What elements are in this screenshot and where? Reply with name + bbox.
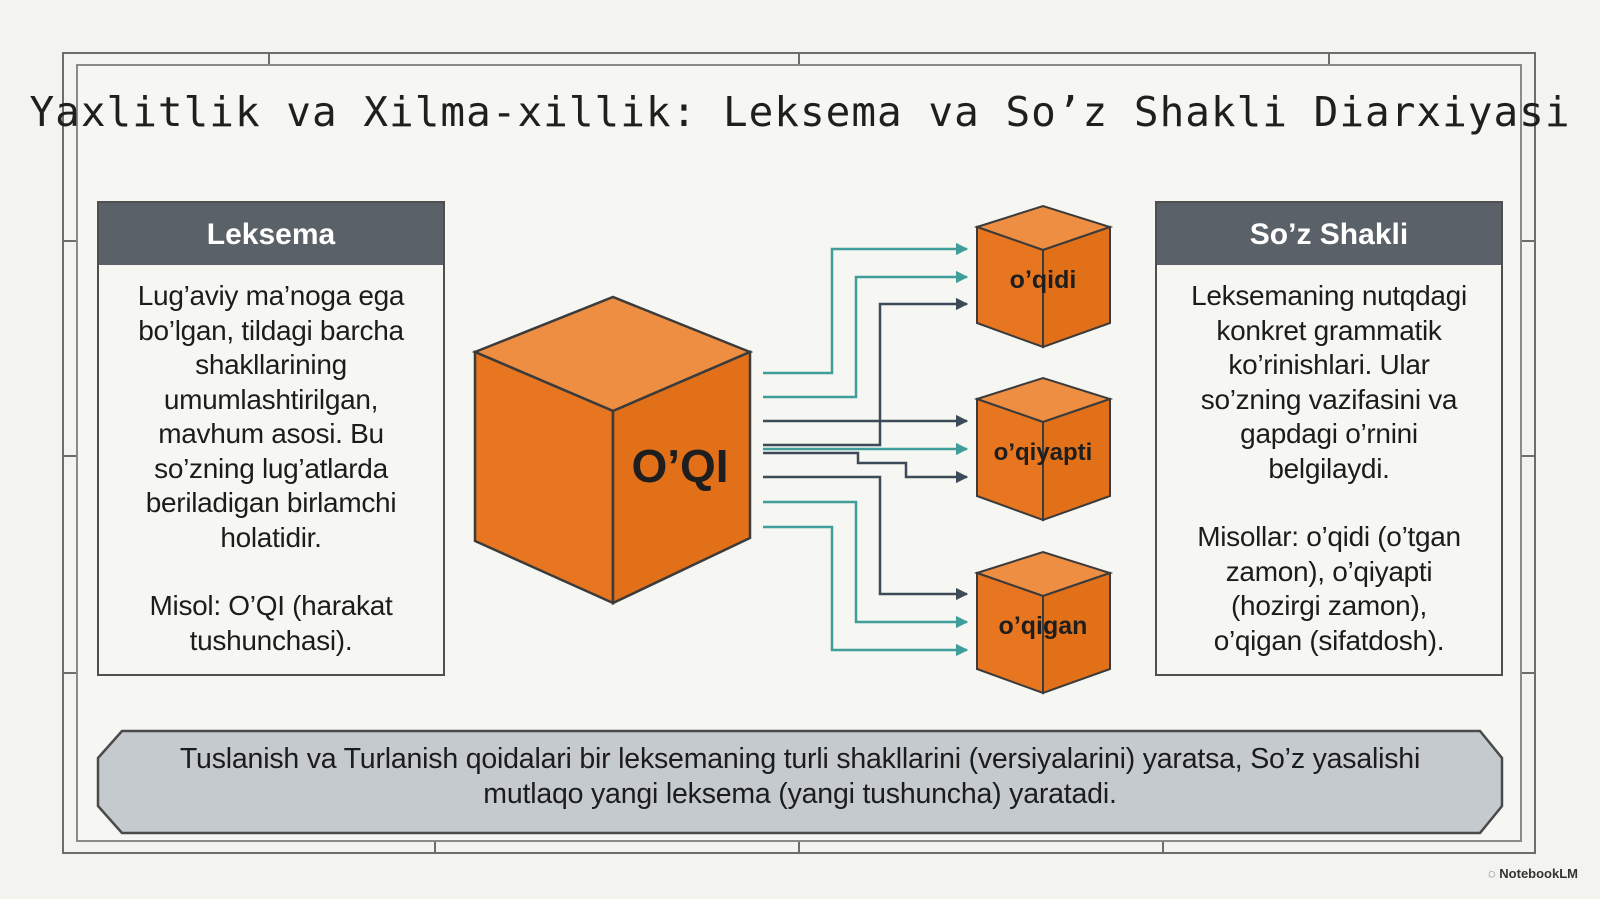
lexeme-panel-body: Lug’aviy ma’noga ega bo’lgan, tildagi ba… <box>99 265 443 658</box>
lexeme-text-line: so’zning lug’atlarda <box>154 452 388 484</box>
lexeme-text-line: bo’lgan, tildagi barcha <box>138 314 404 346</box>
form-cube-oqiyapti: o’qiyapti <box>973 376 1114 522</box>
lexeme-example-line: Misol: O’QI (harakat <box>149 590 393 621</box>
arrows-to-oqigan <box>763 475 969 657</box>
form-cube-label: o’qidi <box>1010 266 1077 294</box>
arrow <box>763 451 969 484</box>
word-form-example-line: (hozirgi zamon), <box>1231 590 1427 621</box>
word-form-text-line: gapdagi o’rnini <box>1240 418 1418 449</box>
lexeme-text-line: holatidir. <box>220 521 322 553</box>
form-cube-oqidi: o’qidi <box>973 204 1114 349</box>
notebooklm-icon: ◌ <box>1487 866 1500 881</box>
word-form-text-line: so’zning vazifasini va <box>1200 383 1458 415</box>
watermark-text: NotebookLM <box>1499 866 1578 881</box>
frame-tick <box>434 842 436 854</box>
arrow <box>763 242 969 375</box>
frame-tick <box>1162 842 1164 854</box>
main-cube-right <box>611 350 752 605</box>
frame-tick <box>1522 240 1536 242</box>
bottom-note-line: mutlaqo yangi leksema (yangi tushuncha) … <box>483 778 1117 810</box>
frame-tick <box>62 672 76 674</box>
lexeme-panel-heading: Leksema <box>99 203 443 265</box>
word-form-example-line: zamon), o’qiyapti <box>1225 555 1433 587</box>
form-cube-right <box>1042 571 1111 695</box>
word-form-text-line: ko’rinishlari. Ular <box>1228 349 1430 380</box>
arrows-to-oqiyapti <box>763 414 969 484</box>
word-form-text-line: Leksemaning nutqdagi <box>1191 280 1467 311</box>
page-title: Yaxlitlik va Xilma-xillik: Leksema va So… <box>29 88 1571 136</box>
word-form-example-line: o’qigan (sifatdosh). <box>1213 624 1445 656</box>
lexeme-text-line: Lug’aviy ma’noga ega <box>137 280 405 311</box>
bottom-note-shape <box>96 729 1504 835</box>
word-form-example-line: Misollar: o’qidi (o’tgan <box>1197 521 1461 552</box>
word-form-panel-heading: So’z Shakli <box>1157 203 1501 265</box>
lexeme-example-line: tushunchasi). <box>189 624 353 656</box>
word-form-text-line: konkret grammatik <box>1216 314 1442 346</box>
lexeme-text-line: beriladigan birlamchi <box>145 487 397 518</box>
frame-tick <box>1328 52 1330 64</box>
frame-tick <box>268 52 270 64</box>
arrow <box>763 500 969 629</box>
word-form-panel: So’z Shakli Leksemaning nutqdagi konkret… <box>1155 201 1503 676</box>
arrow <box>763 270 969 399</box>
lexeme-text-line: shakllarining <box>195 349 347 380</box>
frame-tick <box>798 52 800 64</box>
lexeme-panel: Leksema Lug’aviy ma’noga ega bo’lgan, ti… <box>97 201 445 676</box>
arrows-to-oqidi <box>763 242 969 423</box>
frame-tick <box>798 842 800 854</box>
bottom-note: Tuslanish va Turlanish qoidalari bir lek… <box>120 742 1480 812</box>
lexeme-text-line: mavhum asosi. Bu <box>158 418 384 449</box>
frame-tick <box>62 455 76 457</box>
form-cube-right <box>1042 225 1111 349</box>
word-form-text-line: belgilaydi. <box>1268 452 1390 484</box>
frame-tick <box>1522 455 1536 457</box>
arrow <box>763 414 969 447</box>
form-cube-right <box>1042 397 1111 522</box>
lexeme-text-line: umumlashtirilgan, <box>163 383 379 415</box>
bottom-note-line: Tuslanish va Turlanish qoidalari bir lek… <box>179 743 1421 775</box>
word-form-panel-body: Leksemaning nutqdagi konkret grammatik k… <box>1157 265 1501 658</box>
main-cube-label: O’QI <box>631 440 728 492</box>
arrow <box>763 525 969 657</box>
form-cube-oqigan: o’qigan <box>973 550 1114 695</box>
form-cube-label: o’qigan <box>999 612 1088 640</box>
form-cube-label: o’qiyapti <box>994 439 1093 466</box>
main-cube: O’QI <box>471 295 754 605</box>
frame-tick <box>62 240 76 242</box>
watermark: ◌ NotebookLM <box>1488 866 1578 881</box>
arrow <box>763 297 969 423</box>
frame-tick <box>1522 672 1536 674</box>
arrow <box>763 475 969 601</box>
